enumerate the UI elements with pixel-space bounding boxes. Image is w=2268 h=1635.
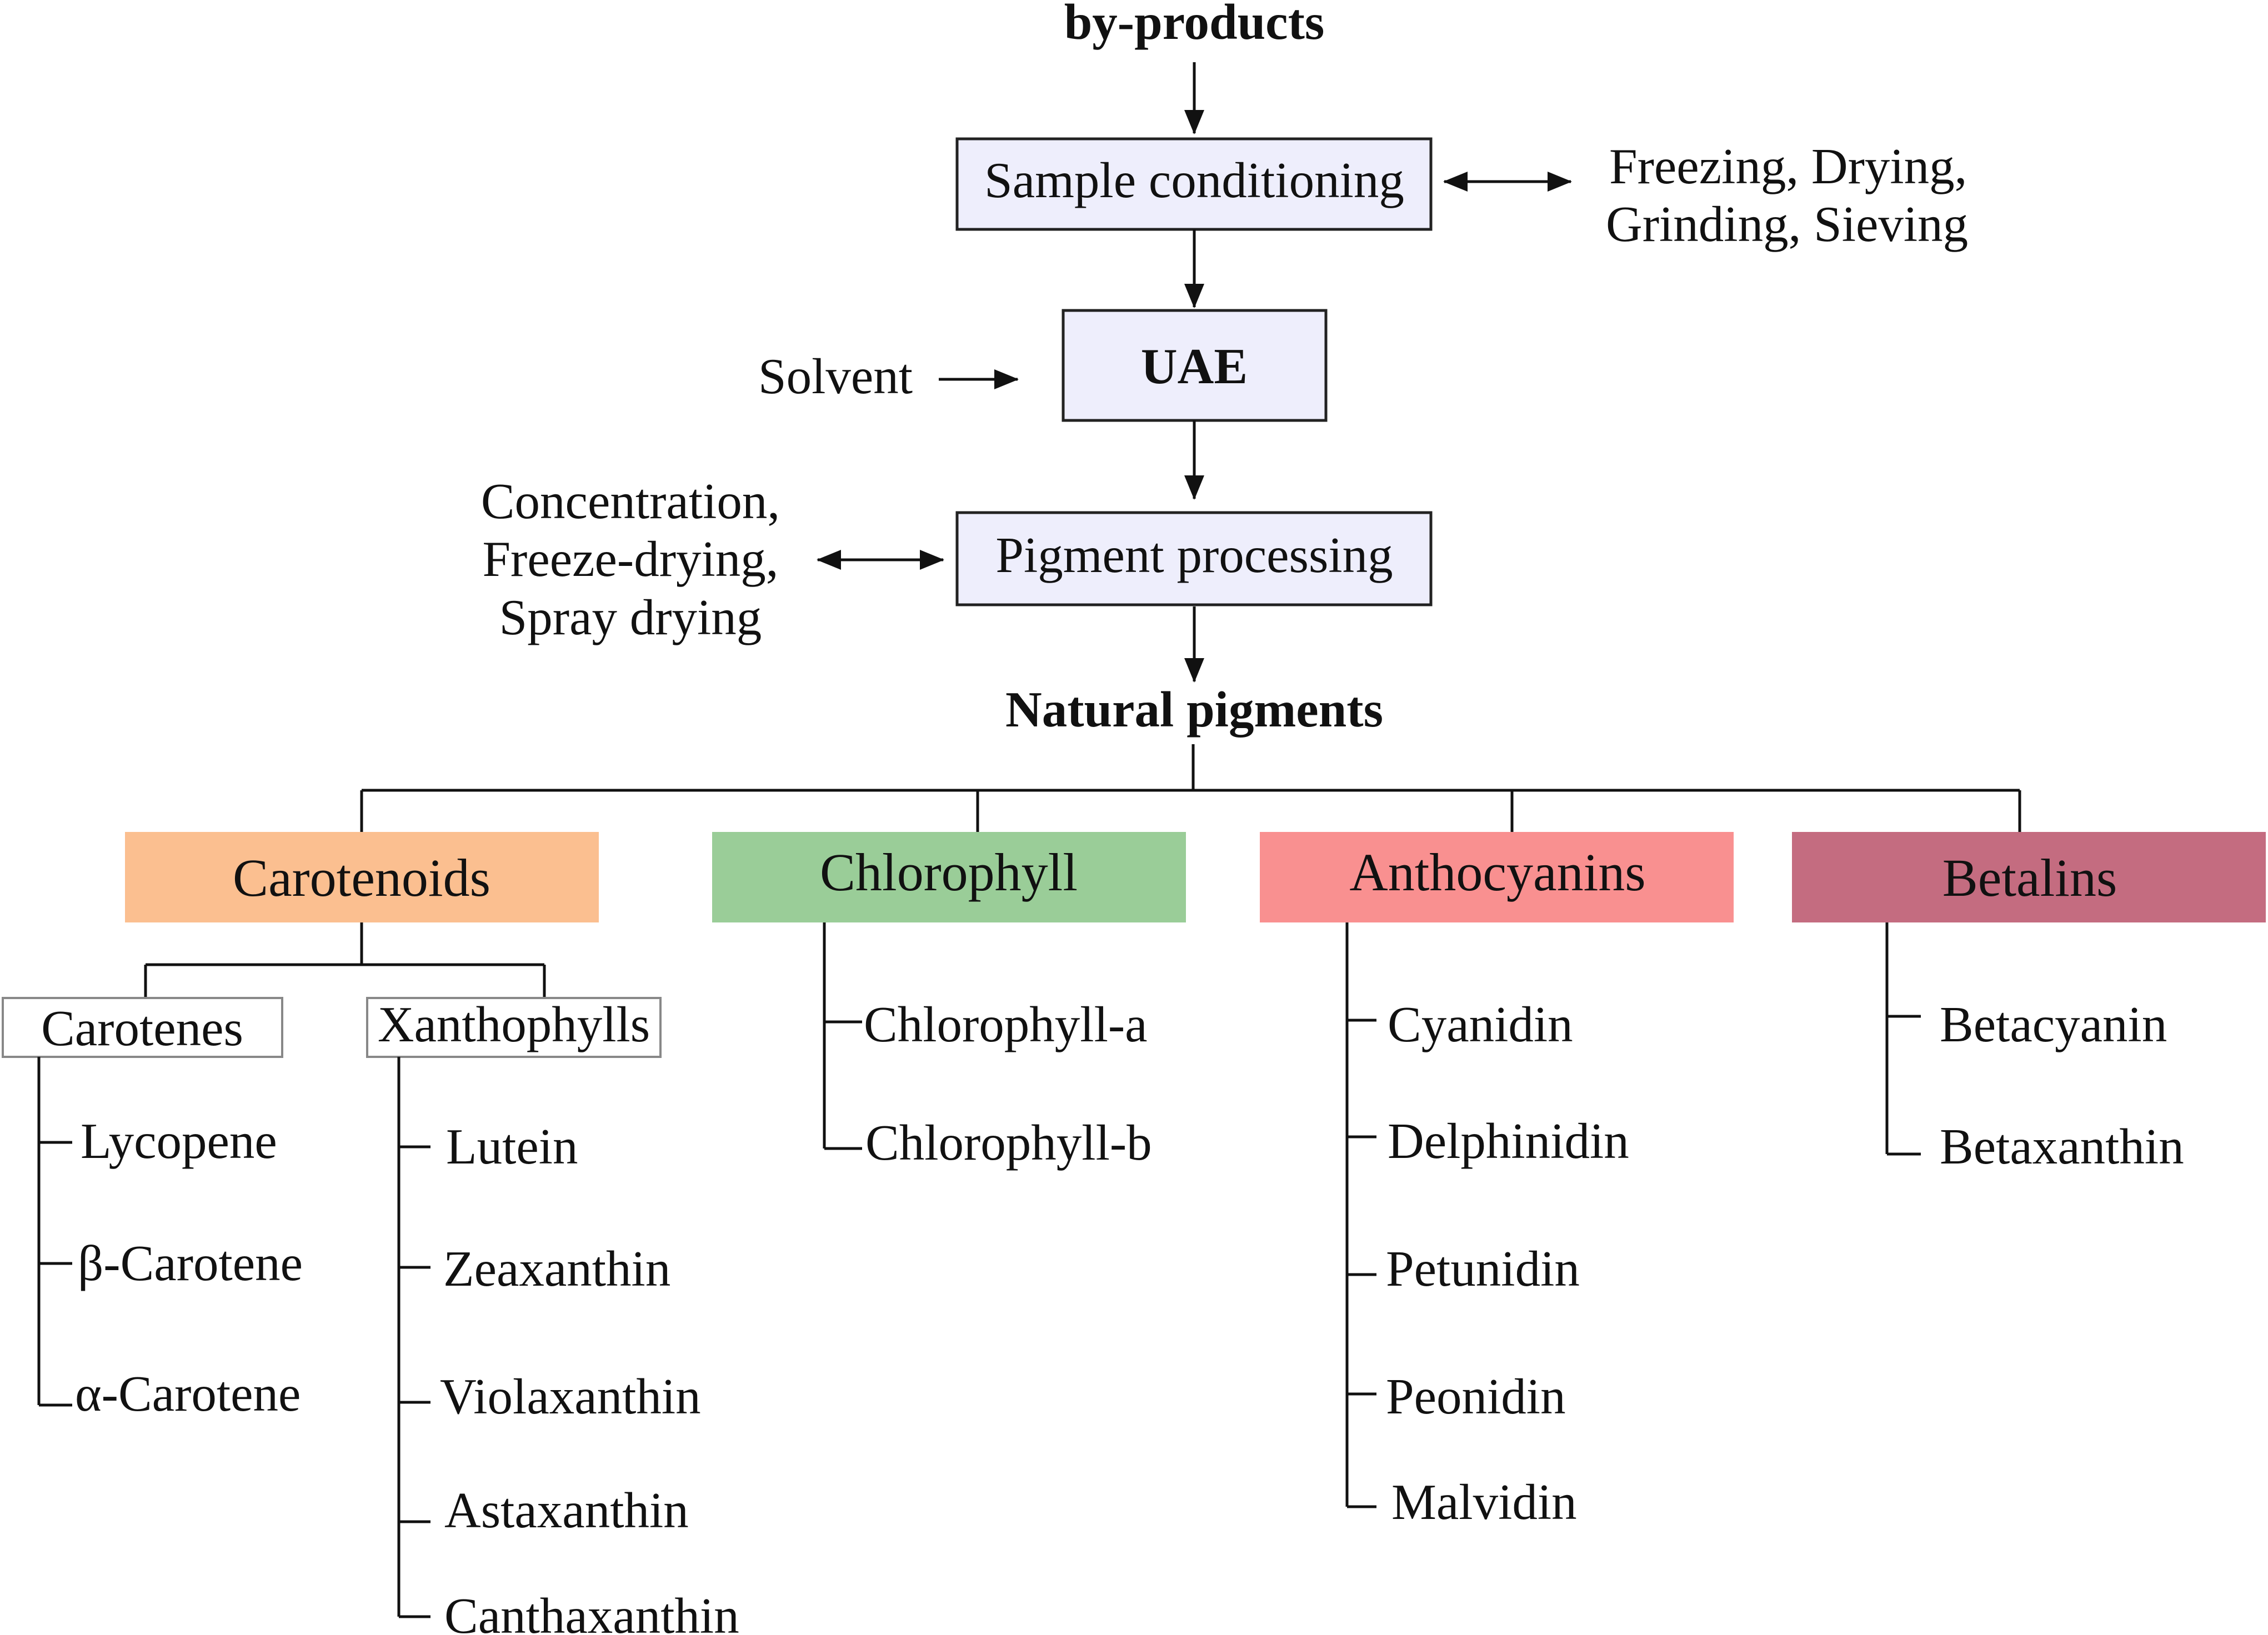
betalains-box — [1792, 832, 2266, 922]
xanthophyll-item-5: Canthaxanthin — [444, 1588, 739, 1635]
betalain-item-1: Betacyanin — [1940, 996, 2167, 1052]
anthocyanins-label: Anthocyanins — [1349, 842, 1645, 902]
xanthophylls-label: Xanthophylls — [378, 996, 650, 1052]
anthocyanins-tree-line — [1345, 922, 1376, 1508]
xanthophyll-item-2: Zeaxanthin — [443, 1241, 670, 1297]
conditioning-methods-line-1: Freezing, Drying, — [1609, 138, 1967, 194]
carotene-item-2: β-Carotene — [78, 1235, 303, 1291]
chlorophyll-item-2: Chlorophyll-b — [865, 1115, 1152, 1171]
pigment-processing-box — [955, 511, 1433, 606]
anthocyanin-item-4: Peonidin — [1386, 1368, 1566, 1425]
carotenoids-sub-connector — [144, 922, 546, 998]
xanthophyll-item-3: Violaxanthin — [440, 1368, 701, 1425]
sample-conditioning-label: Sample conditioning — [984, 152, 1404, 208]
anthocyanin-item-5: Malvidin — [1391, 1474, 1577, 1530]
carotenoids-box — [125, 832, 599, 922]
anthocyanin-item-1: Cyanidin — [1388, 996, 1573, 1052]
xanthophyll-item-1: Lutein — [446, 1119, 578, 1175]
chlorophyll-label: Chlorophyll — [820, 842, 1078, 902]
pigment-branch-connector — [360, 744, 2021, 832]
xanthophylls-box — [366, 997, 662, 1058]
processing-methods-line-2: Freeze-drying, — [482, 531, 778, 587]
processing-methods-line-3: Spray drying — [499, 589, 762, 645]
betalains-label: Betalins — [1942, 848, 2117, 907]
carotenes-box — [2, 997, 283, 1058]
conditioning-methods-line-2: Grinding, Sieving — [1606, 196, 1968, 252]
chlorophyll-item-1: Chlorophyll-a — [864, 996, 1148, 1052]
carotenes-label: Carotenes — [41, 1000, 243, 1056]
anthocyanin-item-3: Petunidin — [1386, 1241, 1580, 1297]
pigment-processing-label: Pigment processing — [995, 527, 1393, 583]
betalain-item-2: Betaxanthin — [1940, 1119, 2184, 1175]
source-label: by-products — [1064, 0, 1325, 50]
anthocyanin-item-2: Delphinidin — [1388, 1113, 1629, 1169]
xanthophyll-item-4: Astaxanthin — [444, 1482, 689, 1538]
carotenoids-label: Carotenoids — [233, 848, 490, 907]
natural-pigments-label: Natural pigments — [1005, 681, 1383, 738]
anthocyanins-box — [1260, 832, 1734, 922]
solvent-label: Solvent — [758, 348, 913, 404]
uae-box — [1062, 309, 1328, 422]
chlorophyll-tree-line — [823, 922, 862, 1150]
carotene-item-3: α-Carotene — [75, 1366, 301, 1422]
processing-methods-line-1: Concentration, — [481, 473, 780, 529]
betalains-tree-line — [1885, 922, 1921, 1156]
carotene-item-1: Lycopene — [81, 1113, 277, 1169]
carotenes-tree-line — [37, 1057, 72, 1407]
uae-label: UAE — [1141, 338, 1248, 394]
chlorophyll-box — [712, 832, 1186, 922]
xanthophylls-tree-line — [397, 1057, 430, 1618]
